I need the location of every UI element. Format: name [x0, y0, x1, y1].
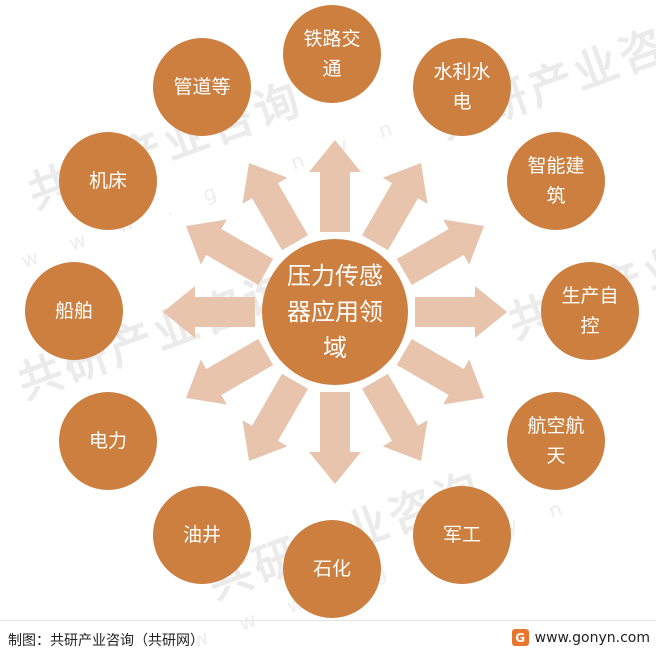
diagram-stage: 共研产业咨询 w w w . g o n y n 共研产业咨询 共研产业咨询 w…: [12, 3, 656, 653]
node-production-automation: 生产自控: [541, 262, 639, 360]
node-military: 军工: [413, 486, 511, 584]
node-machine-tools: 机床: [59, 132, 157, 230]
node-oil-well: 油井: [153, 486, 251, 584]
arrow-oil-well: [242, 373, 308, 461]
arrow-hydro: [362, 163, 428, 251]
arrow-military: [362, 373, 428, 461]
footer: 制图：共研产业咨询（共研网） G www.gonyn.com: [0, 620, 656, 655]
arrow-machine-tools: [186, 219, 274, 285]
node-aerospace: 航空航天: [507, 392, 605, 490]
arrow-ships: [163, 286, 255, 338]
arrow-electric-power: [186, 339, 274, 405]
brand-logo-icon: G: [511, 629, 529, 646]
arrow-pipelines: [242, 163, 308, 251]
footer-url: www.gonyn.com: [534, 629, 650, 646]
node-railway: 铁路交通: [283, 5, 381, 103]
arrow-petrochemical: [309, 392, 361, 484]
node-petrochemical: 石化: [283, 520, 381, 618]
node-pipelines: 管道等: [153, 38, 251, 136]
center-node: 压力传感器应用领域: [262, 239, 408, 385]
arrows-layer: [163, 140, 507, 484]
node-electric-power: 电力: [59, 392, 157, 490]
arrow-railway: [309, 140, 361, 232]
node-smart-building: 智能建筑: [507, 132, 605, 230]
arrow-aerospace: [396, 339, 484, 405]
arrow-production-automation: [415, 286, 507, 338]
arrow-smart-building: [396, 219, 484, 285]
node-ships: 船舶: [25, 262, 123, 360]
footer-brand: G www.gonyn.com: [511, 629, 650, 646]
footer-source: 制图：共研产业咨询（共研网）: [8, 633, 204, 649]
node-hydro: 水利水电: [413, 38, 511, 136]
